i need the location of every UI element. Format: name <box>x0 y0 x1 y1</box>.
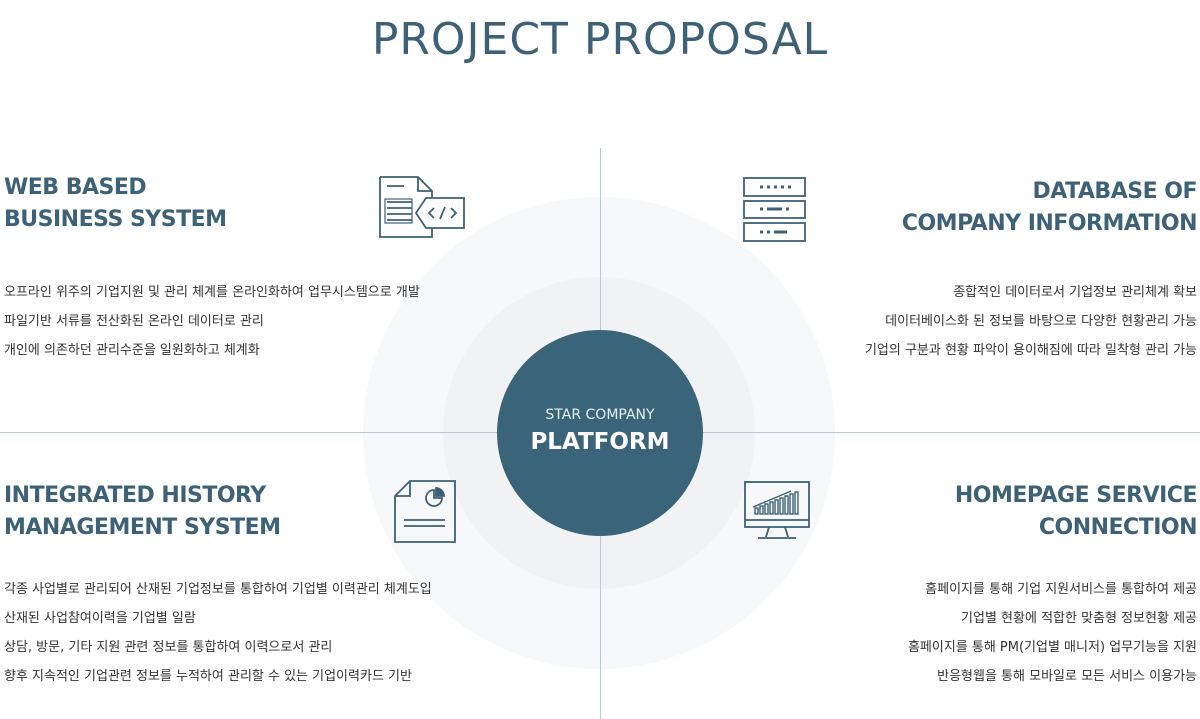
description-line: 데이터베이스화 된 정보를 바탕으로 다양한 현황관리 가능 <box>885 314 1197 329</box>
section-heading-line: MANAGEMENT SYSTEM <box>4 515 281 540</box>
section-heading-line: COMPANY INFORMATION <box>901 211 1198 236</box>
section-description-web-based: 오프라인 위주의 기업지원 및 관리 체계를 온라인화하여 업무시스템으로 개발… <box>4 278 420 365</box>
description-line: 각종 사업별로 관리되어 산재된 기업정보를 통합하여 기업별 이력관리 체계도… <box>4 582 432 597</box>
section-description-integrated-history: 각종 사업별로 관리되어 산재된 기업정보를 통합하여 기업별 이력관리 체계도… <box>4 575 432 691</box>
description-line: 기업별 현황에 적합한 맞춤형 정보현황 제공 <box>961 611 1197 626</box>
section-heading-line: HOMEPAGE SERVICE <box>954 483 1198 508</box>
section-heading-database: DATABASE OF COMPANY INFORMATION <box>901 176 1198 240</box>
page-title: PROJECT PROPOSAL <box>371 14 829 65</box>
section-heading-integrated-history: INTEGRATED HISTORY MANAGEMENT SYSTEM <box>4 480 281 544</box>
code-document-icon <box>378 176 466 240</box>
description-line: 종합적인 데이터로서 기업정보 관리체계 확보 <box>953 285 1197 300</box>
platform-center-circle: STAR COMPANY PLATFORM <box>497 330 703 536</box>
monitor-chart-icon <box>743 480 811 542</box>
center-subtitle: STAR COMPANY <box>545 407 655 423</box>
description-line: 개인에 의존하던 관리수준을 일원화하고 체계화 <box>4 343 260 358</box>
description-line: 홈페이지를 통해 기업 지원서비스를 통합하여 제공 <box>925 582 1197 597</box>
section-description-database: 종합적인 데이터로서 기업정보 관리체계 확보 데이터베이스화 된 정보를 바탕… <box>865 278 1197 365</box>
description-line: 홈페이지를 통해 PM(기업별 매니저) 업무기능을 지원 <box>907 640 1197 655</box>
section-heading-web-based: WEB BASED BUSINESS SYSTEM <box>4 172 227 236</box>
description-line: 반응형웹을 통해 모바일로 모든 서비스 이용가능 <box>937 669 1197 684</box>
description-line: 산재된 사업참여이력을 기업별 일람 <box>4 611 196 626</box>
section-description-homepage-service: 홈페이지를 통해 기업 지원서비스를 통합하여 제공 기업별 현황에 적합한 맞… <box>908 575 1197 691</box>
description-line: 상담, 방문, 기타 지원 관련 정보를 통합하여 이력으로서 관리 <box>4 640 333 655</box>
section-heading-line: CONNECTION <box>1038 515 1198 540</box>
chart-document-icon <box>393 480 457 544</box>
description-line: 파일기반 서류를 전산화된 온라인 데이터로 관리 <box>4 314 264 329</box>
section-heading-line: WEB BASED <box>4 175 147 200</box>
description-line: 향후 지속적인 기업관련 정보를 누적하여 관리할 수 있는 기업이력카드 기반 <box>4 669 412 684</box>
center-title: PLATFORM <box>530 429 670 455</box>
server-database-icon <box>742 176 808 244</box>
section-heading-line: DATABASE OF <box>1032 179 1198 204</box>
section-heading-homepage-service: HOMEPAGE SERVICE CONNECTION <box>954 480 1198 544</box>
description-line: 기업의 구분과 현황 파악이 용이해짐에 따라 밀착형 관리 가능 <box>864 343 1197 358</box>
section-heading-line: BUSINESS SYSTEM <box>4 207 227 232</box>
description-line: 오프라인 위주의 기업지원 및 관리 체계를 온라인화하여 업무시스템으로 개발 <box>4 285 420 300</box>
section-heading-line: INTEGRATED HISTORY <box>4 483 266 508</box>
